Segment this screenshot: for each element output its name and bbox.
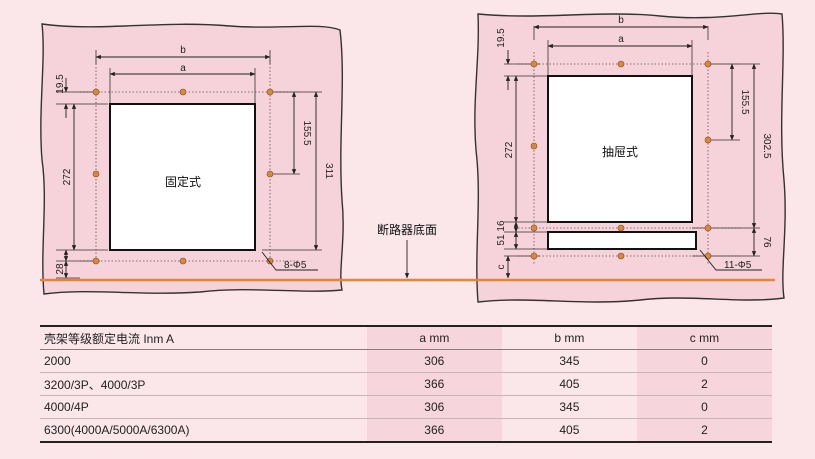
fixed-mode-label: 固定式 (165, 174, 201, 189)
right-dim-b: b (618, 15, 624, 26)
drawout-base-outline (547, 231, 697, 250)
header-rated-current: 壳架等级额定电流 Inm A (40, 326, 367, 350)
right-panel: b a 19.5 272 51 16 c 155.5 302.5 76 抽屉式 … (474, 12, 786, 303)
cell-c: 0 (636, 349, 772, 373)
left-dim-inner: 155.5 (301, 120, 312, 145)
cell-b: 405 (501, 418, 637, 443)
cell-rating: 4000/4P (40, 395, 367, 419)
spec-table: 壳架等级额定电流 Inm A a mm b mm c mm 2000 306 3… (40, 325, 772, 443)
left-panel: b a 19.5 272 28 155.5 311 固定式 8-Φ5 (40, 23, 344, 295)
header-a: a mm (366, 326, 502, 350)
cell-rating: 3200/3P、4000/3P (40, 372, 367, 396)
right-dim-top: 19.5 (496, 28, 507, 48)
table-row: 6300(4000A/5000A/6300A) 366 405 2 (40, 418, 772, 443)
header-b: b mm (501, 326, 637, 350)
right-dim-c: c (496, 265, 507, 270)
right-dim-inner: 155.5 (739, 89, 750, 114)
table-row: 4000/4P 306 345 0 (40, 395, 772, 419)
left-mounting-holes (92, 88, 274, 265)
mounting-diagram: b a 19.5 272 28 155.5 311 固定式 8-Φ5 (40, 12, 786, 303)
right-dim-lower: 76 (761, 236, 772, 248)
left-holes-label: 8-Φ5 (284, 260, 307, 271)
left-dim-b: b (180, 45, 186, 56)
cell-b: 345 (501, 349, 637, 373)
cell-b: 345 (501, 395, 637, 419)
header-c: c mm (636, 326, 772, 350)
left-dim-bottom: 28 (55, 263, 66, 275)
left-dim-top: 19.5 (55, 74, 66, 94)
table-header-row: 壳架等级额定电流 Inm A a mm b mm c mm (40, 326, 772, 350)
table-row: 3200/3P、4000/3P 366 405 2 (40, 372, 772, 396)
left-dim-outer: 311 (323, 163, 334, 179)
drawout-breaker-outline (547, 75, 693, 223)
cell-a: 306 (366, 395, 502, 419)
cell-c: 2 (636, 418, 772, 443)
cell-c: 2 (636, 372, 772, 396)
cell-c: 0 (636, 395, 772, 419)
right-dim-small: 51 (496, 234, 507, 246)
breaker-base-label: 断路器底面 (377, 222, 437, 237)
left-dim-a: a (180, 63, 186, 74)
cell-a: 366 (366, 418, 502, 443)
cell-a: 366 (366, 372, 502, 396)
right-dim-outer: 302.5 (761, 133, 772, 158)
table-row: 2000 306 345 0 (40, 349, 772, 373)
drawout-mode-label: 抽屉式 (602, 145, 638, 159)
right-holes-label: 11-Φ5 (724, 260, 752, 271)
cell-a: 306 (366, 349, 502, 373)
right-dim-a: a (618, 34, 624, 45)
cell-b: 405 (501, 372, 637, 396)
cell-rating: 6300(4000A/5000A/6300A) (40, 418, 367, 443)
left-dim-height: 272 (62, 168, 73, 185)
cell-rating: 2000 (40, 349, 367, 373)
fixed-breaker-outline (109, 103, 256, 251)
right-dim-height: 272 (504, 141, 515, 158)
right-dim-small2: 16 (496, 220, 507, 232)
